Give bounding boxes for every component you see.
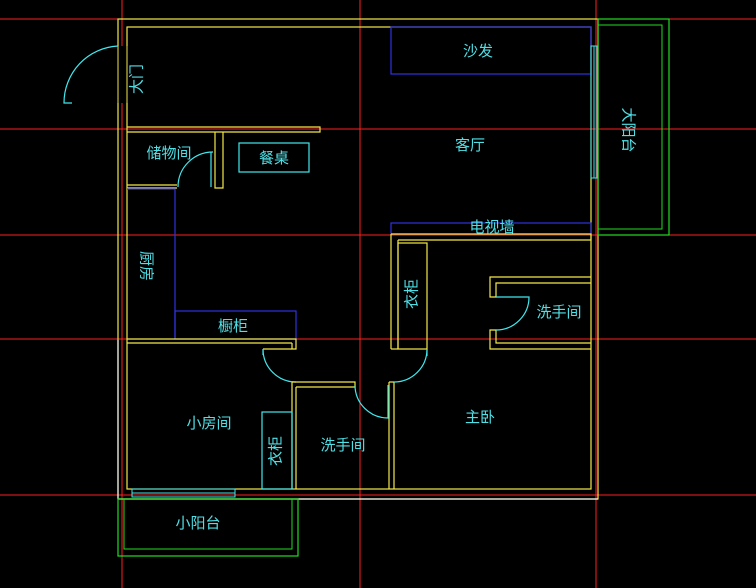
label-small-balcony: 小阳台	[175, 514, 220, 532]
bathroom-door-swing	[354, 384, 389, 419]
storage-right-wall	[214, 132, 224, 189]
dining-table-outline	[238, 142, 310, 173]
label-storage: 储物间	[146, 144, 191, 162]
kitchen-bottom-wall	[127, 338, 297, 350]
label-dining-table: 餐桌	[259, 149, 289, 167]
master-bathroom-walls	[489, 276, 591, 350]
outer-walls	[117, 18, 599, 500]
label-kitchen: 厨房	[138, 251, 156, 281]
label-tv-wall: 电视墙	[469, 218, 514, 236]
label-wardrobe-small: 衣柜	[267, 436, 285, 466]
label-living-room: 客厅	[455, 136, 485, 154]
kitchen	[127, 188, 297, 350]
room-labels: 大门 沙发 客厅 储物间 餐桌 大阳台 厨房 橱柜 电视墙 衣柜 洗手间 小房间…	[128, 42, 638, 532]
wardrobe-master-outline	[397, 242, 428, 350]
label-bathroom: 洗手间	[320, 436, 365, 454]
master-bath-top	[489, 276, 591, 298]
label-big-balcony: 大阳台	[620, 107, 638, 152]
outer-wall-inner	[126, 26, 592, 490]
big-balcony-inner	[597, 24, 663, 230]
label-entrance: 大门	[128, 64, 146, 94]
big-balcony	[590, 18, 670, 236]
master-bath-door-swing	[495, 296, 530, 331]
wardrobe-small-outline	[261, 411, 293, 490]
entrance-door-swing	[63, 45, 119, 104]
kitchen-counter	[127, 188, 176, 339]
master-walls	[390, 233, 592, 350]
label-master-bedroom: 主卧	[465, 408, 495, 426]
label-sofa: 沙发	[463, 42, 493, 60]
storage-walls	[127, 126, 321, 189]
master-top-wall	[391, 233, 592, 241]
master-bath-bottom	[489, 329, 591, 350]
bathroom-top-wall	[292, 381, 356, 388]
label-master-bathroom: 洗手间	[536, 303, 581, 321]
label-wardrobe-master: 衣柜	[403, 279, 421, 309]
small-balcony	[117, 488, 299, 557]
label-cabinet: 橱柜	[218, 317, 248, 335]
entrance-door	[63, 45, 131, 104]
label-small-room: 小房间	[186, 414, 231, 432]
small-balcony-inner	[123, 498, 293, 550]
storage-door-swing	[177, 151, 214, 188]
